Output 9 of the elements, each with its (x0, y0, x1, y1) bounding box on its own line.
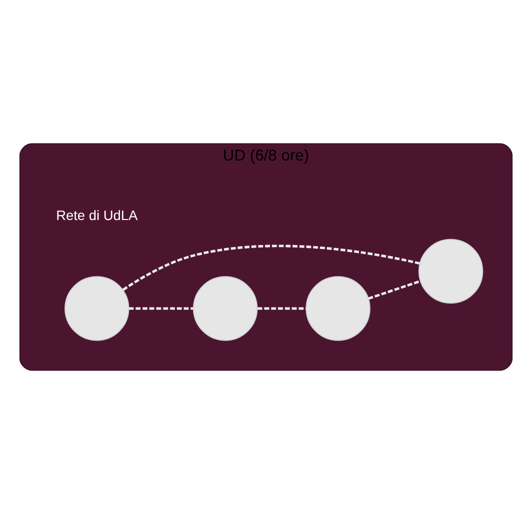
node-circle (418, 238, 484, 304)
connector (122, 244, 420, 290)
node-circle (306, 276, 370, 340)
connector (128, 306, 194, 310)
connector (257, 306, 306, 310)
connector (368, 279, 421, 300)
cluster: UD (6/8 ore) Rete di UdLA (19, 142, 513, 370)
node-circle (64, 276, 130, 340)
node-circle (192, 276, 258, 340)
